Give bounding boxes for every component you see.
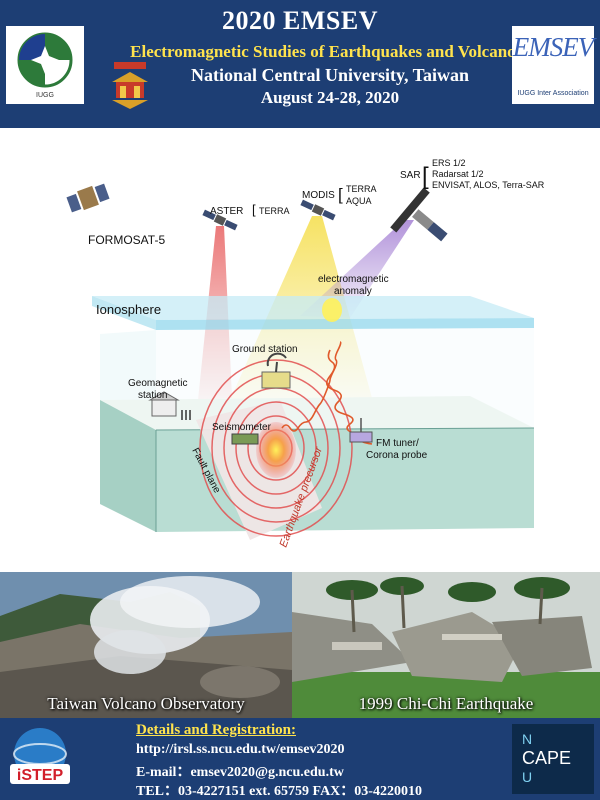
ncape-letter-n: N [522,731,532,747]
emsev-logo: EMSEV IUGG Inter Association [512,26,594,104]
epicenter-glow [256,422,296,478]
aster-label: ASTER [210,206,243,217]
aster-sensor-1: TERRA [259,206,290,216]
modis-label: MODIS [302,190,335,201]
ground-station-icon [261,352,291,389]
em-anomaly-label-1: electromagnetic [318,274,389,285]
ncape-word: CAPE [522,748,571,768]
iugg-globe-icon [17,32,73,88]
earthquake-caption: 1999 Chi-Chi Earthquake [358,694,534,713]
modis-bracket: [ [338,185,343,204]
ncape-letter-u: U [522,769,532,785]
em-wave-1 [281,341,342,432]
page-title: 2020 EMSEV [222,6,378,35]
sar-beam [300,220,414,318]
geomagnetic-label-1: Geomagnetic [128,378,187,389]
geomagnetic-station-icon [148,391,191,420]
modis-satellite-icon [300,199,336,221]
conference-dates: August 24-28, 2020 [260,88,400,107]
sar-sensor-2: Radarsat 1/2 [432,169,484,179]
contact-email[interactable]: E-mail：emsev2020@g.ncu.edu.tw [136,765,344,780]
modis-sensor-1: TERRA [346,184,377,194]
earthquake-photo-image [292,572,600,718]
anomaly-glow [322,298,342,322]
fm-tuner-label-1: FM tuner/ [376,438,419,449]
fm-tuner-icon [349,418,373,443]
sar-sensor-3: ENVISAT, ALOS, Terra-SAR [432,180,545,190]
seismometer-icon [231,433,259,445]
em-anomaly-label-2: anomaly [334,286,372,297]
earthquake-photo: 1999 Chi-Chi Earthquake [292,572,600,718]
contact-phone: TEL：03-4227151 ext. 65759 FAX：03-4220010 [136,784,422,799]
ncu-emblem-icon [112,62,148,109]
istep-logo-text: iSTEP [17,767,64,784]
iugg-label: IUGG [36,92,54,99]
istep-logo: iSTEP [10,728,70,784]
emsev-logo-text: EMSEV [512,32,594,62]
volcano-photo: Taiwan Volcano Observatory [0,572,292,718]
volcano-photo-image [0,572,292,718]
iugg-logo: IUGG [6,26,84,104]
formosat-label: FORMOSAT-5 [88,233,165,247]
formosat-satellite-icon [66,183,110,213]
ncape-logo: N CAPE U [512,724,594,794]
fm-tuner-label-2: Corona probe [366,450,428,461]
monitoring-diagram: FORMOSAT-5 ASTER [ TERRA MODIS [ TERRA A… [66,158,545,549]
header-banner: IUGG 2020 EMSEV Electromagnetic Studies … [0,0,600,128]
emsev-logo-subtitle: IUGG Inter Association [517,90,589,97]
ground-station-label: Ground station [232,344,298,355]
ionosphere-label: Ionosphere [96,302,161,317]
ionosphere-layer [92,296,534,320]
footer-banner: iSTEP Details and Registration: http://i… [0,718,600,800]
registration-url-link[interactable]: http://irsl.ss.ncu.edu.tw/emsev2020 [136,742,345,757]
sar-bracket: [ [422,163,429,190]
sar-label: SAR [400,170,421,181]
modis-sensor-2: AQUA [346,196,372,206]
diagram-panel: FORMOSAT-5 ASTER [ TERRA MODIS [ TERRA A… [0,128,600,572]
aster-bracket: [ [252,202,256,217]
geomagnetic-label-2: station [138,390,167,401]
institution-name: National Central University, Taiwan [190,65,470,85]
seismometer-label: Seismometer [212,422,272,433]
ground-side [100,400,156,532]
sar-satellite-icon [390,187,448,242]
registration-heading: Details and Registration: [136,722,296,738]
volcano-caption: Taiwan Volcano Observatory [47,694,245,713]
sar-sensor-1: ERS 1/2 [432,158,466,168]
aster-satellite-icon [202,209,238,231]
conference-subtitle: Electromagnetic Studies of Earthquakes a… [130,42,530,61]
